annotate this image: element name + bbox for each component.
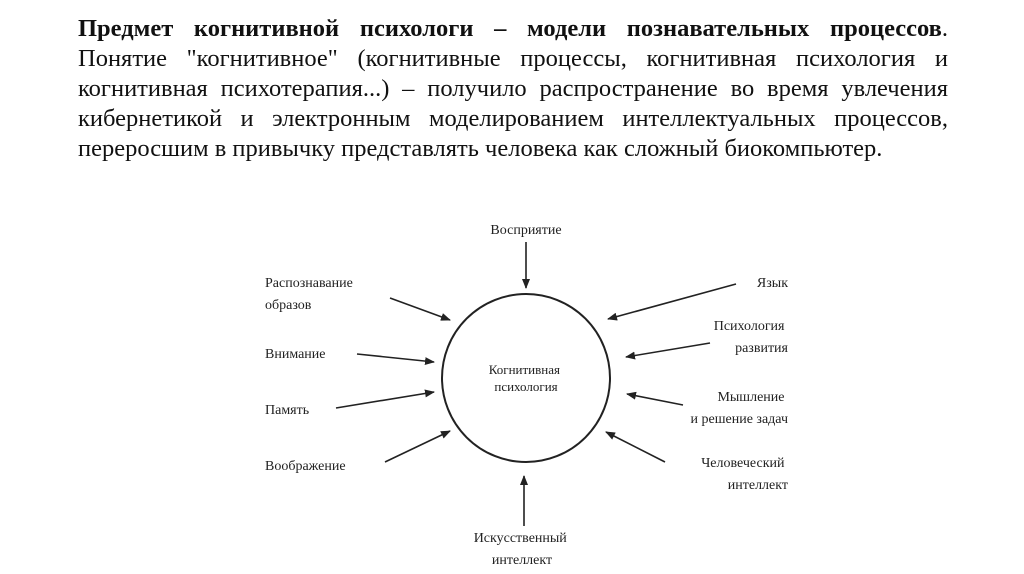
- label-pattern-recognition-line-2: образов: [265, 298, 312, 313]
- intro-paragraph: Предмет когнитивной психологи – модели п…: [78, 14, 948, 164]
- label-human-intelligence-line-2: интеллект: [728, 478, 788, 493]
- label-developmental-psychology: Психология развития: [714, 319, 789, 356]
- center-label-line-1: Когнитивная: [489, 362, 560, 377]
- center-label: Когнитивная психология: [489, 362, 564, 394]
- label-developmental-psychology-line-1: Психология: [714, 319, 785, 334]
- label-thinking-line-2: и решение задач: [691, 412, 788, 427]
- label-pattern-recognition-line-1: Распознавание: [265, 276, 353, 291]
- arrow-pattern-recognition: [389, 297, 451, 321]
- paragraph-rest: . Понятие "когнитивное" (когнитивные про…: [78, 15, 948, 162]
- label-developmental-psychology-line-2: развития: [735, 341, 788, 356]
- arrow-thinking-problem-solving: [626, 391, 684, 406]
- paragraph-bold-lead: Предмет когнитивной психологи – модели п…: [78, 15, 942, 42]
- label-artificial-intelligence-line-1: Искусственный: [474, 531, 568, 546]
- arrow-developmental-psychology: [625, 342, 711, 360]
- arrow-memory: [335, 389, 435, 409]
- center-circle: [441, 293, 611, 463]
- label-language: Язык: [757, 276, 788, 291]
- label-attention: Внимание: [265, 347, 326, 362]
- label-artificial-intelligence: Искусственный интеллект: [474, 531, 571, 568]
- label-pattern-recognition: Распознавание образов: [265, 276, 356, 313]
- arrow-human-intelligence: [605, 431, 666, 463]
- label-thinking-line-1: Мышление: [717, 390, 784, 405]
- center-label-line-2: психология: [494, 379, 557, 394]
- label-memory: Память: [265, 403, 309, 418]
- arrow-imagination: [384, 430, 451, 463]
- label-human-intelligence-line-1: Человеческий: [701, 456, 785, 471]
- label-human-intelligence: Человеческий интеллект: [701, 456, 788, 493]
- label-perception: Восприятие: [490, 223, 561, 238]
- label-thinking-problem-solving: Мышление и решение задач: [691, 390, 788, 427]
- arrow-language: [607, 283, 737, 321]
- arrow-attention: [356, 353, 435, 366]
- label-artificial-intelligence-line-2: интеллект: [492, 553, 552, 568]
- label-imagination: Воображение: [265, 459, 346, 474]
